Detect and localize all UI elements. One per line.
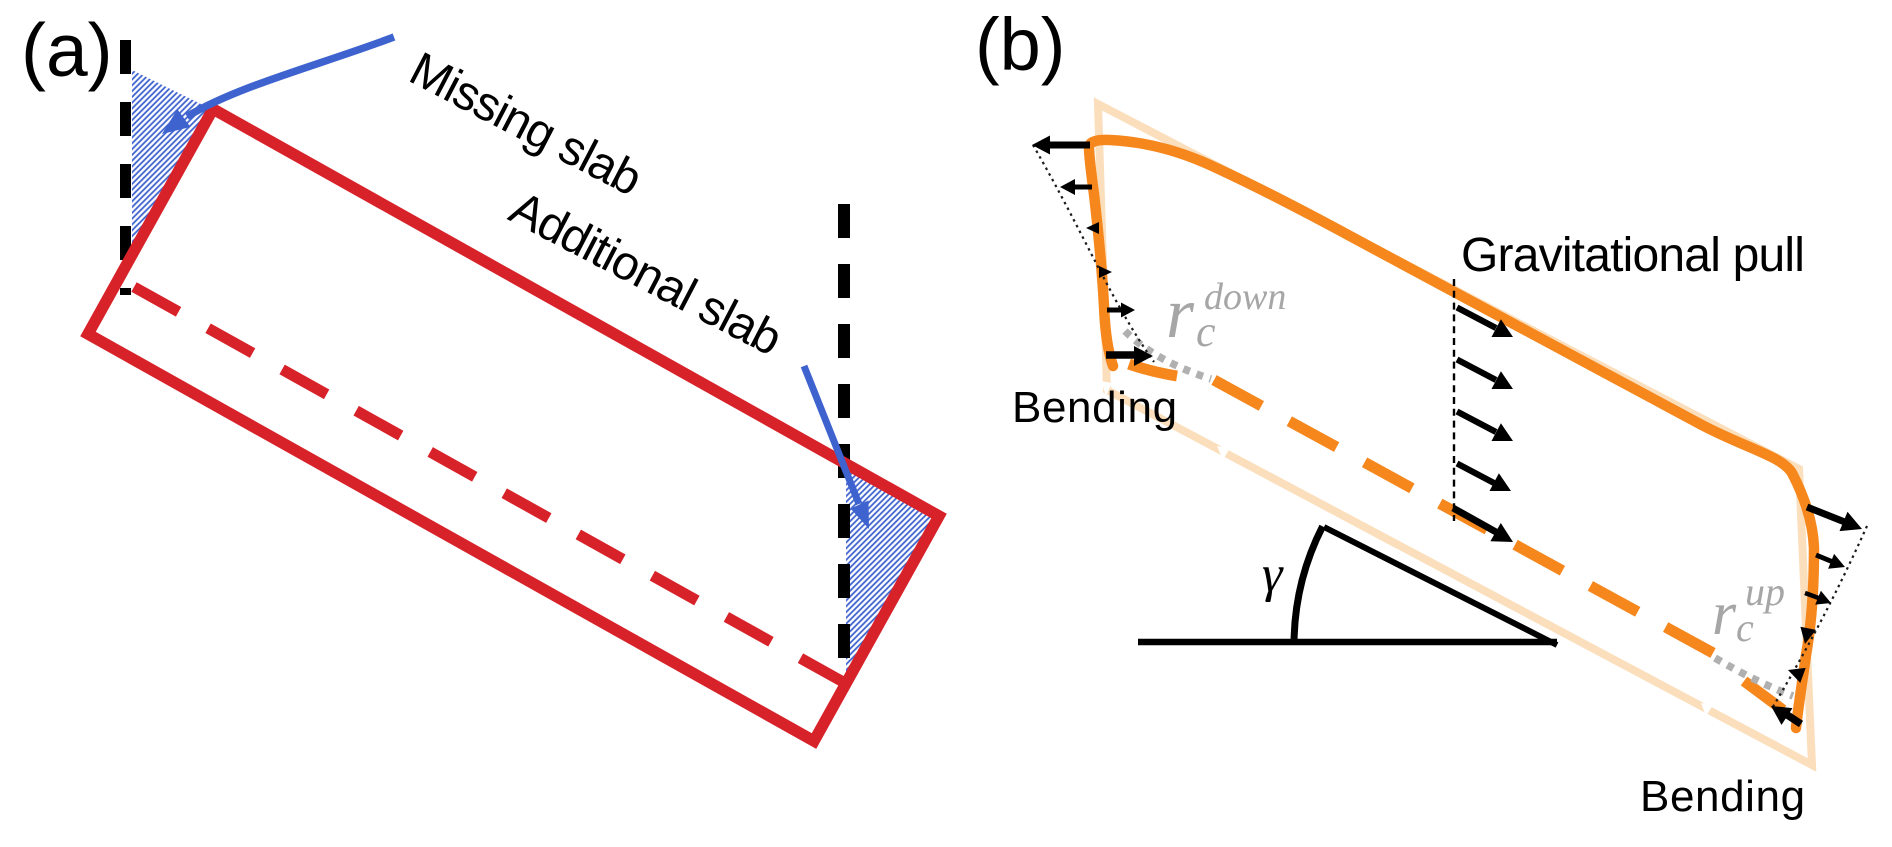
svg-text:Additional slab: Additional slab: [501, 182, 789, 366]
svg-text:Bending: Bending: [1640, 772, 1806, 821]
svg-text:Bending: Bending: [1012, 383, 1178, 432]
svg-text:down: down: [1204, 276, 1286, 318]
svg-text:γ: γ: [1262, 546, 1284, 603]
svg-text:r: r: [1712, 580, 1737, 648]
svg-text:c: c: [1736, 605, 1754, 650]
svg-text:up: up: [1745, 569, 1785, 614]
svg-text:Gravitational pull: Gravitational pull: [1461, 229, 1804, 282]
svg-text:(a): (a): [21, 8, 113, 92]
svg-text:r: r: [1166, 273, 1195, 353]
svg-text:(b): (b): [975, 3, 1065, 86]
svg-text:c: c: [1196, 307, 1216, 356]
